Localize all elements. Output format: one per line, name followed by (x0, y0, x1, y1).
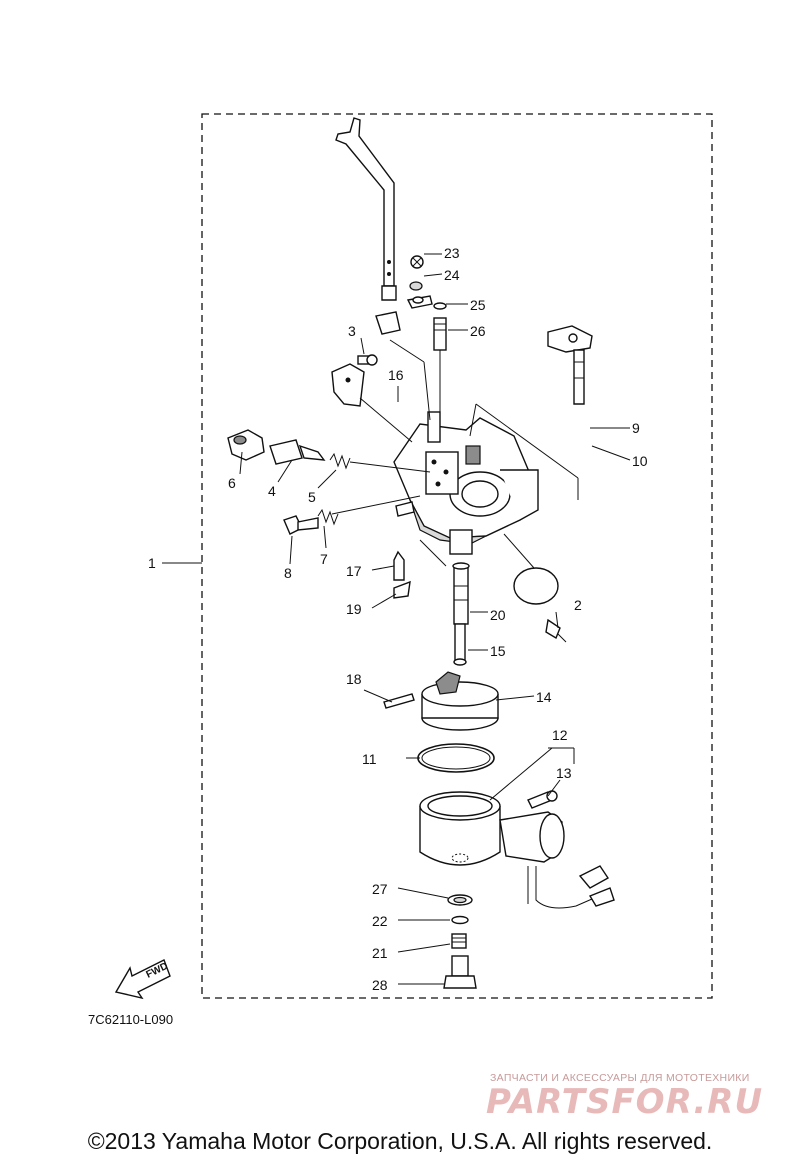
callout-11: 11 (362, 751, 377, 767)
callout-27: 27 (372, 881, 388, 897)
callout-15: 15 (490, 643, 506, 659)
choke-lever (547, 325, 593, 405)
diagram-code: 7C62110-L090 (88, 1012, 174, 1027)
callout-2: 2 (574, 597, 582, 613)
callout-6: 6 (228, 475, 236, 491)
bottom-bolt-stack (443, 894, 477, 989)
watermark-tagline: ЗАПЧАСТИ И АКСЕССУАРЫ ДЛЯ МОТОТЕХНИКИ (490, 1072, 750, 1084)
callout-4: 4 (268, 483, 276, 499)
float-bowl (419, 791, 615, 909)
callout-28: 28 (372, 977, 388, 993)
callout-labels: 1 2 3 4 5 6 7 8 9 10 11 12 13 14 15 16 1… (148, 245, 648, 993)
callout-3: 3 (348, 323, 356, 339)
mixture-screws (227, 429, 351, 535)
alignment-lines (331, 339, 579, 569)
fwd-arrow-icon: FWD (114, 959, 171, 1000)
cover-plate (513, 567, 567, 643)
callout-25: 25 (470, 297, 486, 313)
jet-stack (375, 255, 447, 351)
callout-10: 10 (632, 453, 648, 469)
float-assembly (383, 671, 499, 731)
throttle-link-rod (335, 117, 397, 301)
callout-1: 1 (148, 555, 156, 571)
screw-3 (357, 354, 378, 366)
callout-7: 7 (320, 551, 328, 567)
watermark-logo: PARTSFOR.RU (486, 1082, 764, 1122)
copyright-notice: ©2013 Yamaha Motor Corporation, U.S.A. A… (87, 1128, 713, 1154)
float-needle (393, 550, 411, 599)
callout-16: 16 (388, 367, 404, 383)
callout-22: 22 (372, 913, 388, 929)
callout-23: 23 (444, 245, 460, 261)
callout-21: 21 (372, 945, 388, 961)
callout-13: 13 (556, 765, 572, 781)
assembly-boundary (201, 113, 713, 999)
callout-8: 8 (284, 565, 292, 581)
callout-12: 12 (552, 727, 568, 743)
bowl-gasket (417, 743, 495, 773)
callout-26: 26 (470, 323, 486, 339)
callout-18: 18 (346, 671, 362, 687)
callout-19: 19 (346, 601, 362, 617)
choke-plate (331, 363, 365, 407)
callout-9: 9 (632, 420, 640, 436)
main-nozzle (452, 562, 470, 666)
drain-screw (527, 790, 558, 809)
callout-24: 24 (444, 267, 460, 283)
callout-5: 5 (308, 489, 316, 505)
callout-14: 14 (536, 689, 552, 705)
carburetor-body (393, 411, 539, 555)
callout-17: 17 (346, 563, 362, 579)
callout-20: 20 (490, 607, 506, 623)
callout-leaders (162, 253, 631, 985)
